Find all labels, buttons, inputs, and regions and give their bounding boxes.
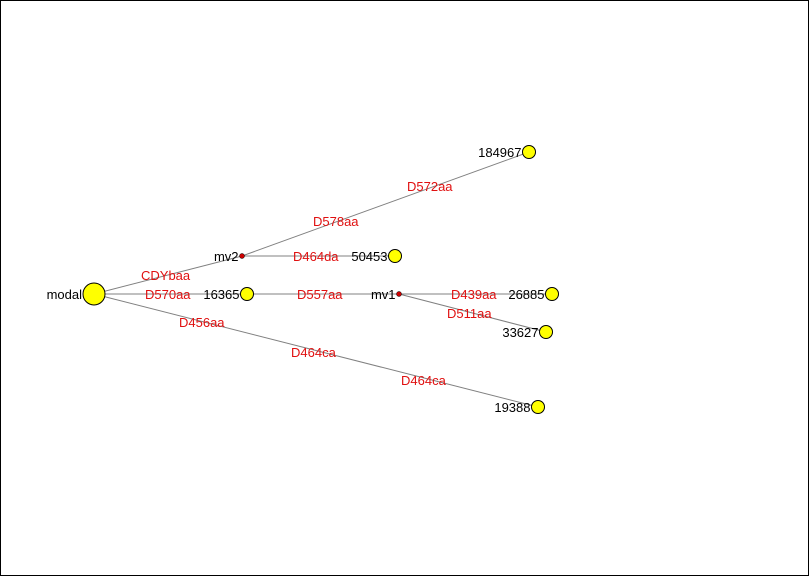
edge-label: D557aa — [297, 287, 343, 302]
node-modal[interactable]: modal — [47, 282, 106, 306]
node-circle[interactable] — [522, 145, 536, 159]
node-label: 50453 — [351, 249, 387, 264]
edge-label: D439aa — [451, 287, 497, 302]
node-19388[interactable]: 19388 — [494, 400, 545, 415]
node-label: 16365 — [203, 287, 239, 302]
edge-label: D511aa — [447, 306, 492, 321]
nodes-layer: modal mv2 mv1 16365 184967 50453 26885 33627 193… — [47, 145, 559, 415]
edge-labels-layer: CDYbaaD570aaD456aaD464caD464caD578aaD572… — [141, 179, 497, 388]
node-label: mv1 — [371, 287, 396, 302]
node-mv1[interactable]: mv1 — [371, 287, 402, 302]
edge-label: D570aa — [145, 287, 191, 302]
node-label: 19388 — [494, 400, 530, 415]
edge-label: D578aa — [313, 214, 359, 229]
node-33627[interactable]: 33627 — [502, 325, 553, 340]
node-26885[interactable]: 26885 — [508, 287, 559, 302]
node-50453[interactable]: 50453 — [351, 249, 402, 264]
node-label: 33627 — [502, 325, 538, 340]
edge-label: D464ca — [291, 345, 337, 360]
edge-label: CDYbaa — [141, 268, 191, 283]
edges-layer — [93, 151, 552, 408]
node-circle[interactable] — [531, 400, 545, 414]
node-16365[interactable]: 16365 — [203, 287, 254, 302]
edge-label: D456aa — [179, 315, 225, 330]
edge-mv2-184967 — [241, 151, 530, 257]
node-label: mv2 — [214, 249, 239, 264]
edge-label: D464da — [293, 249, 339, 264]
node-label: 184967 — [478, 145, 521, 160]
node-circle[interactable] — [539, 325, 553, 339]
edge-mv1-33627 — [398, 293, 547, 333]
node-circle[interactable] — [82, 282, 106, 306]
edge-modal-19388 — [93, 293, 539, 408]
node-label: 26885 — [508, 287, 544, 302]
edge-label: D464ca — [401, 373, 447, 388]
node-184967[interactable]: 184967 — [478, 145, 536, 160]
node-circle[interactable] — [240, 287, 254, 301]
node-circle[interactable] — [388, 249, 402, 263]
edge-modal-mv2 — [93, 255, 243, 295]
node-mv2[interactable]: mv2 — [214, 249, 245, 264]
hub-node-circle[interactable] — [239, 253, 245, 259]
node-circle[interactable] — [545, 287, 559, 301]
node-label: modal — [47, 287, 83, 302]
edge-label: D572aa — [407, 179, 453, 194]
hub-node-circle[interactable] — [396, 291, 402, 297]
